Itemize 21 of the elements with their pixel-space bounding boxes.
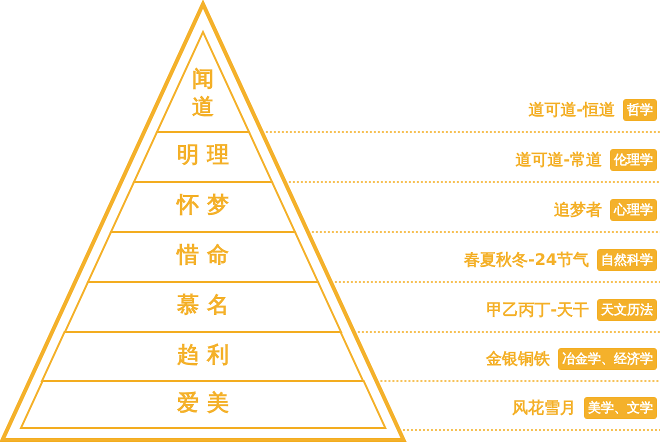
description-text: 道可道-恒道 <box>528 100 615 120</box>
tier-label: 惜 命 <box>175 244 230 268</box>
description-text: 金银铜铁 <box>486 348 550 370</box>
tier-label: 怀 梦 <box>175 194 230 218</box>
tier-label: 趋 利 <box>176 344 230 368</box>
tier-label: 闻道 <box>192 66 214 121</box>
description-text: 风花雪月 <box>512 398 576 418</box>
description-text: 追梦者 <box>554 200 602 220</box>
category-tag: 伦理学 <box>610 149 657 171</box>
description-text: 道可道-常道 <box>515 150 602 170</box>
category-tag: 天文历法 <box>597 299 657 321</box>
category-tag: 冶金学、经济学 <box>558 348 657 370</box>
category-tag: 哲学 <box>623 99 657 121</box>
tier-label: 爱 美 <box>176 392 230 416</box>
category-tag: 自然科学 <box>597 249 657 271</box>
category-tag: 美学、文学 <box>584 397 657 419</box>
description-text: 甲乙丙丁-天干 <box>486 300 589 320</box>
tier-label: 明 理 <box>176 144 230 168</box>
category-tag: 心理学 <box>610 199 657 221</box>
description-text: 春夏秋冬-24节气 <box>464 250 589 270</box>
tier-label: 慕 名 <box>176 294 230 318</box>
